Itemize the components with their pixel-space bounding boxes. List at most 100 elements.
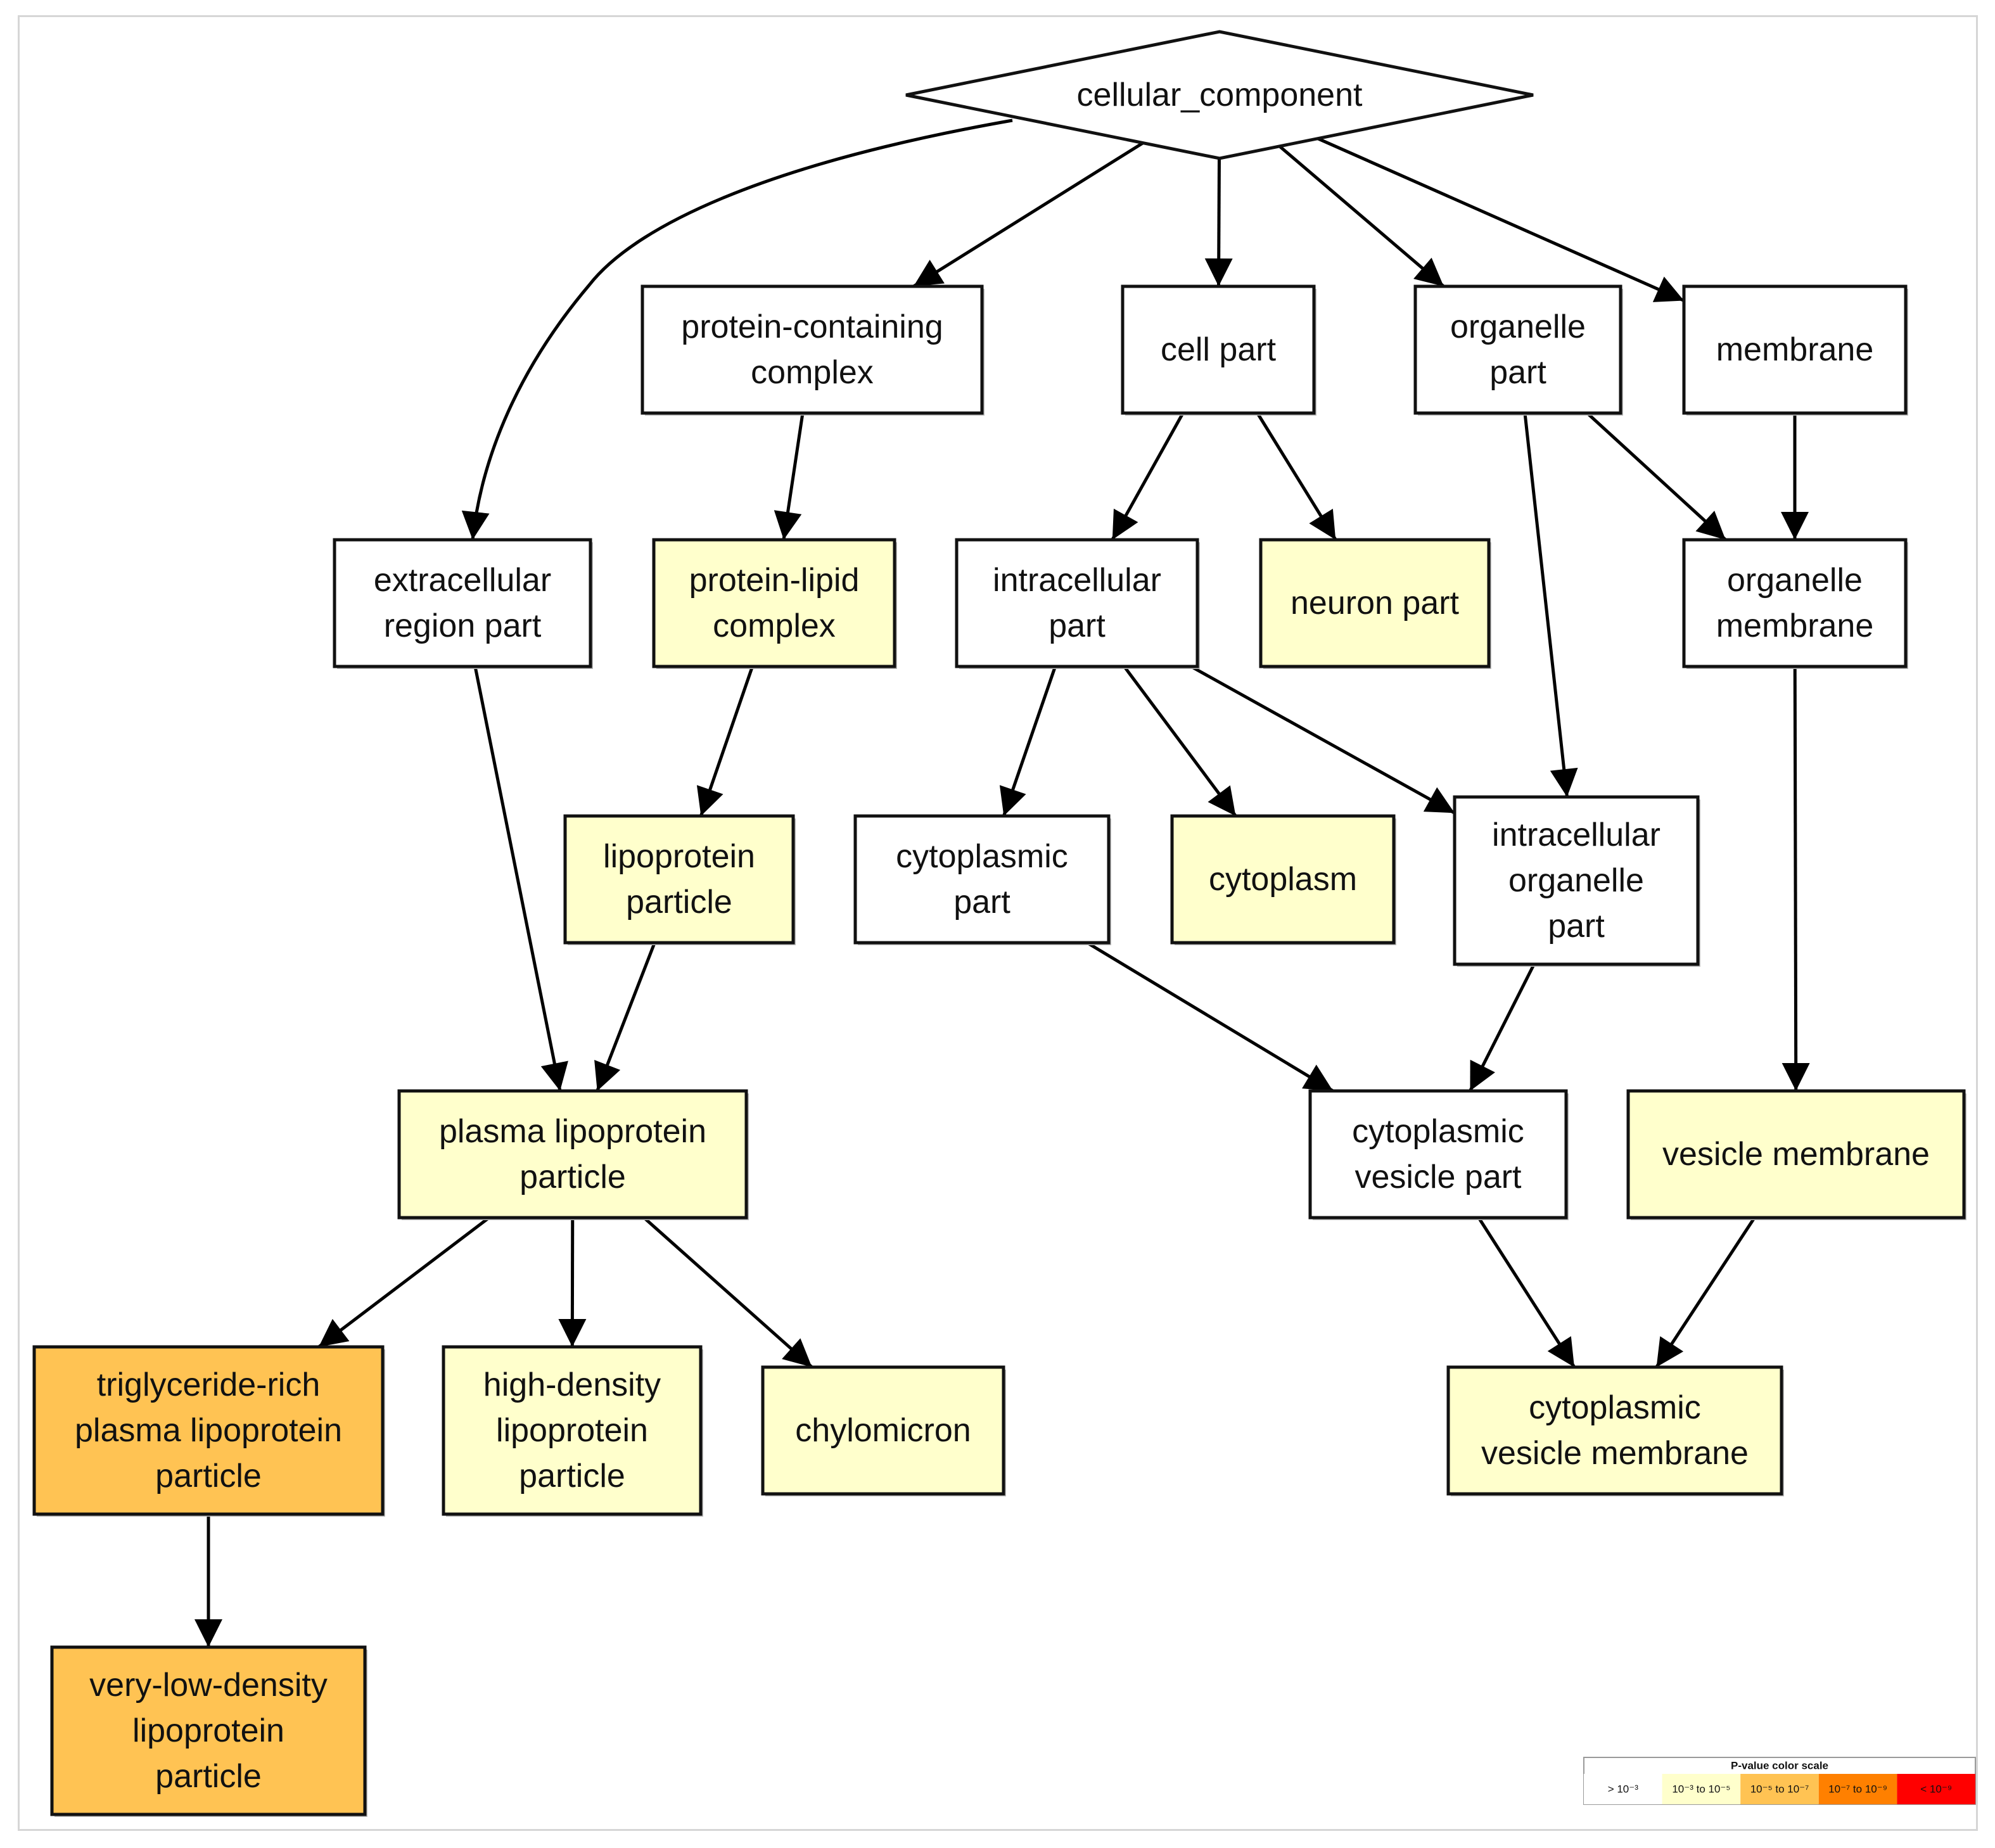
edge-plasma-lipoprotein-particle-to-triglyceride-rich-plasma-lipoprotein-particle	[317, 1216, 490, 1348]
edge-cellular-component-to-cell-part	[1204, 158, 1233, 287]
node-label: cytoplasmic	[896, 838, 1068, 875]
edge-intracellular-organelle-part-to-cytoplasmic-vesicle-part	[1469, 963, 1536, 1092]
edge-layer	[194, 118, 1810, 1647]
edge-protein-lipid-complex-to-lipoprotein-particle	[696, 666, 754, 817]
node-label: plasma lipoprotein	[75, 1412, 342, 1449]
node-cytoplasmic-part[interactable]: cytoplasmic part	[853, 814, 1111, 945]
node-box	[1453, 795, 1700, 966]
edge-organelle-membrane-to-vesicle-membrane	[1781, 666, 1810, 1092]
node-label: lipoprotein	[132, 1712, 284, 1749]
node-box	[563, 814, 795, 945]
edge-organelle-part-to-intracellular-organelle-part	[1523, 412, 1578, 798]
legend-label: < 10⁻⁹	[1920, 1783, 1952, 1795]
legend-label: 10⁻³ to 10⁻⁵	[1672, 1783, 1730, 1795]
edge-vesicle-membrane-to-cytoplasmic-vesicle-membrane	[1655, 1216, 1756, 1368]
node-box	[955, 538, 1199, 668]
node-label: vesicle membrane	[1662, 1136, 1930, 1173]
node-box	[853, 814, 1111, 945]
node-label: extracellular	[374, 562, 551, 599]
node-box	[442, 1345, 703, 1516]
node-label: vesicle membrane	[1481, 1435, 1749, 1472]
node-box	[1446, 1365, 1783, 1496]
node-cytoplasmic-vesicle-part[interactable]: cytoplasmic vesicle part	[1308, 1089, 1569, 1220]
node-cellular-component[interactable]: cellular_component	[905, 30, 1534, 160]
node-label: membrane	[1716, 331, 1874, 368]
node-box	[333, 538, 592, 668]
node-label: organelle	[1508, 862, 1644, 899]
node-label: vesicle part	[1355, 1159, 1522, 1195]
diagram-frame	[18, 15, 1978, 1831]
node-box	[1170, 814, 1396, 945]
node-label: plasma lipoprotein	[439, 1113, 706, 1150]
node-label: particle	[155, 1758, 262, 1795]
node-label: particle	[155, 1458, 262, 1494]
pvalue-legend: P-value color scale > 10⁻³ 10⁻³ to 10⁻⁵ 10⁻…	[1583, 1757, 1976, 1805]
node-layer: cellular_component protein-containing comp…	[32, 30, 1966, 1817]
node-label: neuron part	[1291, 585, 1460, 621]
legend-title: P-value color scale	[1731, 1760, 1828, 1772]
node-label: protein-containing	[681, 309, 943, 345]
node-label: complex	[713, 608, 836, 644]
edge-cellular-component-to-protein-containing-complex	[912, 141, 1144, 288]
node-label: complex	[751, 354, 874, 391]
edge-cellular-component-to-membrane	[1317, 137, 1685, 302]
legend-swatch	[1584, 1774, 1662, 1804]
node-box	[1259, 538, 1491, 668]
node-neuron-part[interactable]: neuron part	[1259, 538, 1491, 669]
node-label: very-low-density	[89, 1667, 328, 1704]
edge-plasma-lipoprotein-particle-to-chylomicron	[642, 1216, 813, 1368]
node-chylomicron[interactable]: chylomicron	[761, 1365, 1006, 1496]
edge-cytoplasmic-vesicle-part-to-cytoplasmic-vesicle-membrane	[1477, 1216, 1576, 1368]
node-label: part	[1548, 908, 1605, 945]
node-box	[1626, 1089, 1966, 1220]
node-cell-part[interactable]: cell part	[1121, 284, 1316, 416]
node-label: cytoplasm	[1209, 861, 1357, 898]
node-intracellular-part[interactable]: intracellular part	[955, 538, 1200, 669]
node-box	[1308, 1089, 1568, 1220]
node-protein-lipid-complex[interactable]: protein-lipid complex	[652, 538, 897, 669]
node-label: particle	[519, 1458, 625, 1494]
edge-intracellular-part-to-cytoplasm	[1123, 665, 1237, 817]
node-label: organelle	[1450, 309, 1586, 345]
node-box	[641, 284, 984, 415]
legend-label: 10⁻⁷ to 10⁻⁹	[1828, 1783, 1887, 1795]
node-label: triglyceride-rich	[97, 1367, 321, 1403]
node-box	[1413, 284, 1622, 415]
edge-lipoprotein-particle-to-plasma-lipoprotein-particle	[594, 942, 656, 1092]
node-box	[32, 1345, 385, 1516]
node-plasma-lipoprotein-particle[interactable]: plasma lipoprotein particle	[397, 1089, 749, 1220]
edge-protein-containing-complex-to-protein-lipid-complex	[774, 412, 805, 540]
node-label: part	[953, 884, 1010, 921]
node-label: chylomicron	[795, 1412, 971, 1449]
edge-intracellular-part-to-intracellular-organelle-part	[1190, 665, 1456, 815]
node-label: part	[1048, 608, 1106, 644]
node-triglyceride-rich-plasma-lipoprotein-particle[interactable]: triglyceride-rich plasma lipoprotein parti…	[32, 1345, 385, 1517]
node-box	[1682, 284, 1908, 415]
node-cytoplasm[interactable]: cytoplasm	[1170, 814, 1396, 945]
node-label: cellular_component	[1077, 77, 1363, 113]
node-protein-containing-complex[interactable]: protein-containing complex	[641, 284, 985, 416]
node-very-low-density-lipoprotein-particle[interactable]: very-low-density lipoprotein particle	[50, 1645, 367, 1817]
legend-label: > 10⁻³	[1608, 1783, 1639, 1795]
node-box	[761, 1365, 1005, 1496]
legend-swatch	[1897, 1774, 1975, 1804]
node-label: lipoprotein	[496, 1412, 648, 1449]
node-box	[1682, 538, 1908, 668]
node-membrane[interactable]: membrane	[1682, 284, 1908, 416]
node-label: particle	[519, 1159, 626, 1195]
node-box	[905, 30, 1534, 160]
node-label: cytoplasmic	[1352, 1113, 1524, 1150]
node-vesicle-membrane[interactable]: vesicle membrane	[1626, 1089, 1966, 1220]
node-box	[50, 1645, 367, 1816]
node-label: protein-lipid	[689, 562, 860, 599]
edge-cellular-component-to-extracellular-region-part	[461, 118, 1013, 540]
node-label: intracellular	[993, 562, 1161, 599]
